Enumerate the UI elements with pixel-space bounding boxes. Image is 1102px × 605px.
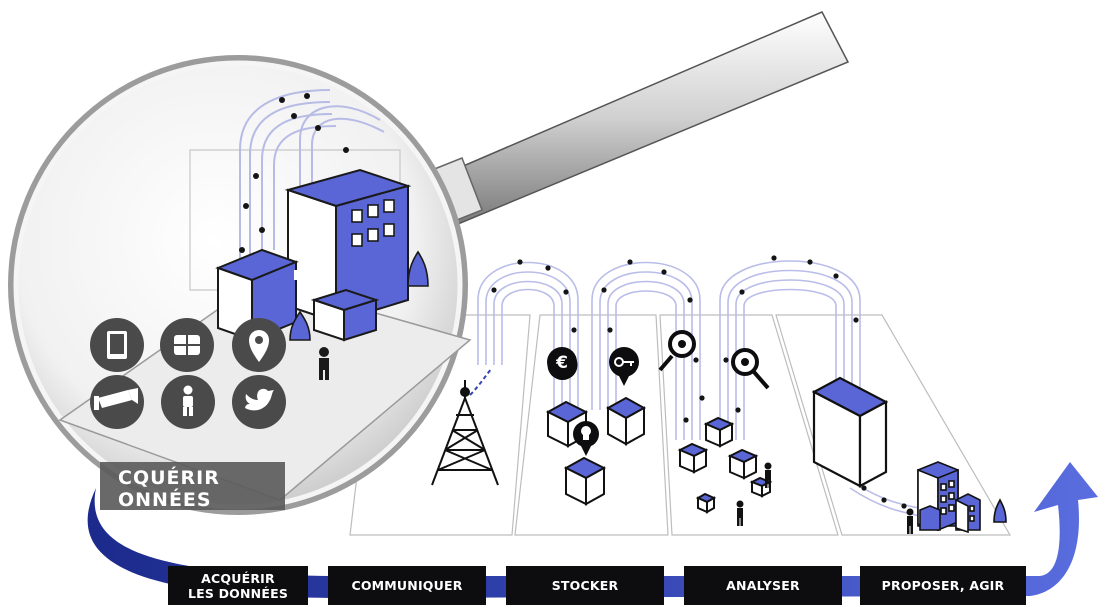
euro-marker: €	[547, 347, 578, 380]
chip-card-icon	[160, 318, 214, 372]
stage-analyser-label: ANALYSER	[726, 578, 800, 593]
sensor-icons	[90, 318, 286, 429]
cctv-camera-icon	[90, 375, 144, 429]
processing-box	[811, 376, 889, 488]
magnifier-label-line2: ONNÉES	[118, 489, 212, 511]
storage-cubes	[545, 396, 647, 506]
stage-stocker-label: STOCKER	[551, 578, 619, 593]
tablet-icon	[90, 318, 144, 372]
euro-icon: €	[555, 353, 568, 373]
stage-stocker: STOCKER	[506, 566, 664, 605]
stage-acquerir-line2: LES DONNÉES	[187, 585, 289, 601]
small-city	[917, 461, 1007, 534]
magnifier-marker-1	[658, 330, 696, 372]
magnifier-label-line1: CQUÉRIR	[118, 467, 220, 489]
data-dots	[491, 255, 907, 509]
magnifier-stage-label: CQUÉRIR ONNÉES	[100, 462, 285, 511]
stage-communiquer-label: COMMUNIQUER	[351, 578, 463, 593]
stage-analyser: ANALYSER	[684, 566, 842, 605]
key-marker	[609, 347, 639, 386]
bird-icon	[232, 375, 286, 429]
magnifier-lens	[8, 55, 472, 515]
magnifier-marker-2	[731, 348, 770, 390]
person-icon	[161, 375, 215, 429]
stage-proposer-label: PROPOSER, AGIR	[881, 578, 1005, 593]
antenna-signal	[469, 367, 493, 396]
stage-communiquer: COMMUNIQUER	[328, 566, 486, 605]
antenna-tower	[431, 380, 499, 486]
lightbulb-marker	[573, 421, 599, 456]
analysis-cubes	[677, 416, 773, 514]
location-pin-icon	[232, 318, 286, 372]
stage-acquerir: ACQUÉRIR LES DONNÉES	[168, 566, 308, 605]
lens-person	[319, 347, 329, 380]
stage-acquerir-line1: ACQUÉRIR	[201, 570, 275, 586]
person-figures	[736, 462, 914, 534]
magnifier-handle	[431, 11, 850, 225]
stage-proposer: PROPOSER, AGIR	[860, 566, 1026, 605]
